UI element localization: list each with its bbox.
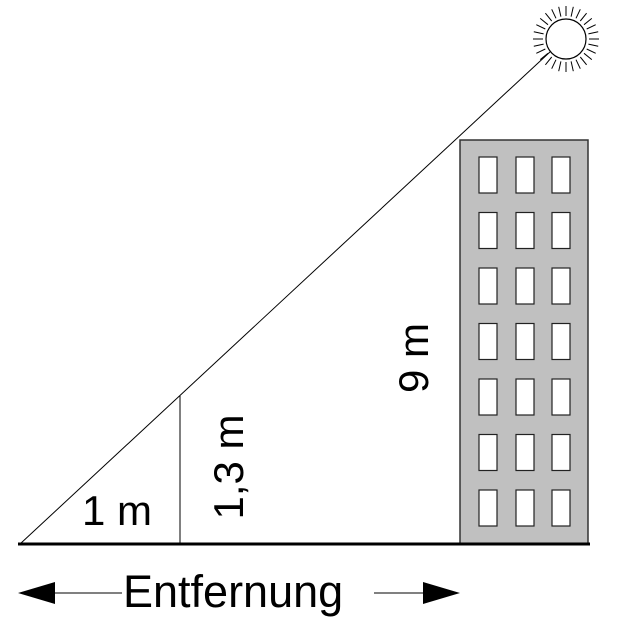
sun-ray-spike: [558, 6, 562, 17]
building-windows: [478, 156, 571, 527]
arrow-right-icon: [423, 582, 460, 604]
sun-ray-spike: [579, 56, 587, 66]
sun-ray-spike: [570, 6, 574, 17]
sun-ray-spike: [558, 61, 562, 72]
sun-ray-spike: [583, 18, 593, 26]
building-window: [478, 267, 498, 305]
sun-ray-spike: [575, 59, 581, 69]
building-window: [551, 489, 571, 527]
sun-ray-spike: [551, 9, 557, 19]
building-window: [515, 433, 535, 472]
sun-ray-spike: [545, 56, 553, 66]
building-window: [551, 156, 571, 194]
building-window: [515, 211, 535, 250]
sun-ray-spike: [533, 31, 544, 35]
building-window: [551, 267, 571, 305]
sun-ray-spike: [545, 12, 553, 22]
sun-ray: [19, 50, 552, 545]
arrow-left-icon: [18, 582, 55, 604]
sun-ray-spike: [551, 59, 557, 69]
sun-ray-spike: [536, 48, 546, 54]
sun-ray-spike: [586, 24, 596, 30]
sun-disc: [545, 18, 587, 60]
sun-ray-spike: [588, 43, 599, 47]
building-window: [515, 267, 535, 305]
sun-ray-spike: [579, 12, 587, 22]
building-window: [551, 378, 571, 416]
building-window: [515, 156, 535, 194]
building-window: [478, 378, 498, 416]
sun-ray-spike: [586, 48, 596, 54]
sun-ray-spike: [583, 52, 593, 60]
sun-ray-spike: [536, 24, 546, 30]
building-window: [551, 322, 571, 361]
sun-ray-spike: [570, 61, 574, 72]
sun-ray-spike: [539, 18, 549, 26]
building-window: [478, 211, 498, 250]
sun-icon: [533, 6, 599, 72]
building-window: [515, 378, 535, 416]
building-height-label: 9 m: [390, 323, 437, 394]
building-window: [551, 211, 571, 250]
sun-ray-spike: [533, 43, 544, 47]
distance-label: Entfernung: [123, 566, 344, 617]
building-window: [515, 489, 535, 527]
building-window: [478, 433, 498, 472]
sun-ray-spike: [588, 31, 599, 35]
stick-height-label: 1,3 m: [205, 414, 252, 520]
building-window: [551, 433, 571, 472]
building-window: [515, 322, 535, 361]
sun-ray-spike: [575, 9, 581, 19]
sun-ray-spike: [539, 52, 549, 60]
building-window: [478, 489, 498, 527]
shadow-length-label: 1 m: [82, 487, 153, 534]
building-window: [478, 322, 498, 361]
building-window: [478, 156, 498, 194]
